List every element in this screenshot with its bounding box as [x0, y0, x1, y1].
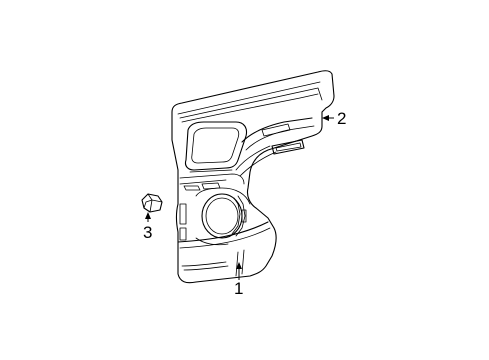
- arrowhead-1: [236, 262, 242, 269]
- arrowhead-2: [322, 115, 329, 121]
- leader-lines: [145, 115, 334, 280]
- callout-1: 1: [234, 279, 243, 298]
- callout-2: 2: [337, 109, 346, 128]
- door-trim-panel: [171, 70, 335, 284]
- trim-retainer-clip: [141, 193, 163, 213]
- callout-3: 3: [143, 223, 152, 242]
- arrowhead-3: [145, 212, 151, 219]
